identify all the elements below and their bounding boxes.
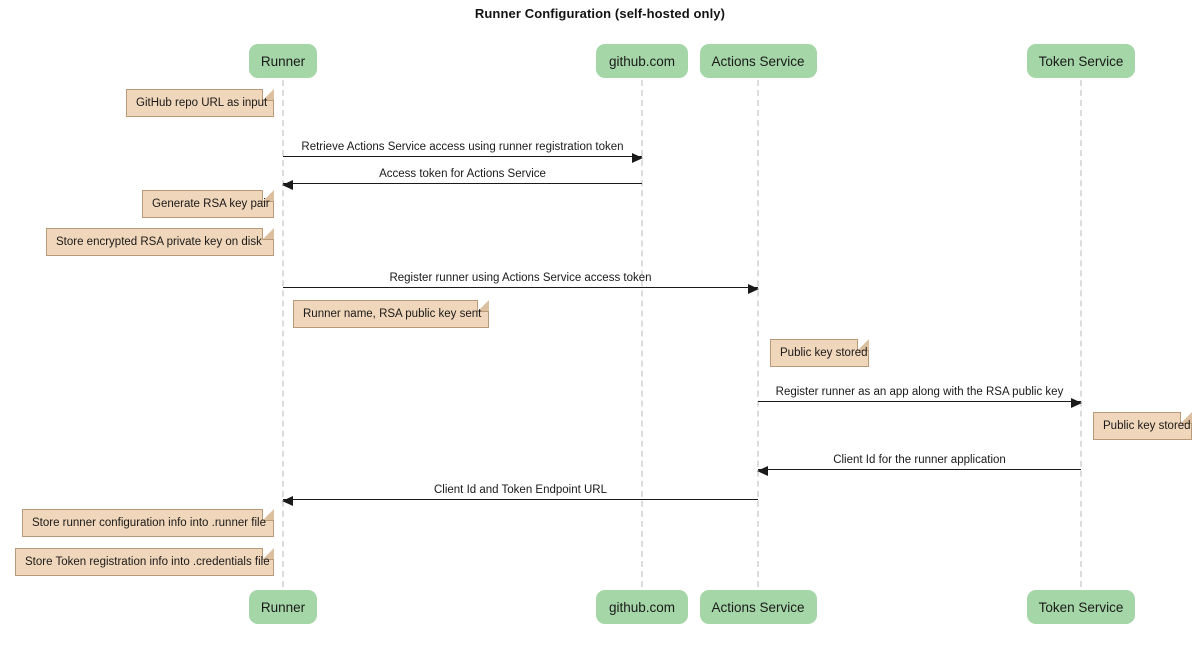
note: Runner name, RSA public key sent <box>293 300 489 328</box>
arrowhead-left-icon <box>282 495 293 506</box>
note-text: Public key stored <box>1103 420 1191 432</box>
lifeline-runner <box>282 80 284 587</box>
participant-token-top[interactable]: Token Service <box>1027 44 1135 78</box>
message-arrow: Retrieve Actions Service access using ru… <box>283 133 643 163</box>
message-line <box>758 469 1081 470</box>
arrowhead-right-icon <box>1071 397 1082 408</box>
note: Store Token registration info into .cred… <box>15 548 274 576</box>
participant-label: Runner <box>260 599 306 615</box>
message-arrow: Client Id and Token Endpoint URL <box>282 476 758 506</box>
note: Public key stored <box>1093 412 1192 440</box>
message-label: Retrieve Actions Service access using ru… <box>301 141 624 153</box>
arrowhead-left-icon <box>282 179 293 190</box>
message-line <box>758 401 1081 402</box>
lifeline-actions <box>757 80 759 587</box>
message-label: Client Id for the runner application <box>833 454 1006 466</box>
message-line <box>283 156 642 157</box>
participant-github-top[interactable]: github.com <box>596 44 688 78</box>
arrowhead-right-icon <box>632 152 643 163</box>
note-text: GitHub repo URL as input <box>136 97 268 109</box>
participant-label: github.com <box>608 599 676 615</box>
note-text: Store encrypted RSA private key on disk <box>56 236 262 248</box>
message-line <box>283 287 758 288</box>
message-arrow: Register runner as an app along with the… <box>758 378 1082 408</box>
page-title: Runner Configuration (self-hosted only) <box>474 6 726 21</box>
participant-token-bottom[interactable]: Token Service <box>1027 590 1135 624</box>
note: Store runner configuration info into .ru… <box>22 509 274 537</box>
message-line <box>283 183 642 184</box>
participant-actions-bottom[interactable]: Actions Service <box>699 590 817 624</box>
participant-actions-top[interactable]: Actions Service <box>699 44 817 78</box>
participant-label: Actions Service <box>711 53 805 69</box>
message-label: Register runner using Actions Service ac… <box>389 272 652 284</box>
note-text: Generate RSA key pair <box>152 198 270 210</box>
lifeline-token <box>1080 80 1082 587</box>
note: Store encrypted RSA private key on disk <box>46 228 274 256</box>
message-arrow: Register runner using Actions Service ac… <box>283 264 759 294</box>
participant-label: Token Service <box>1038 53 1124 69</box>
note: Public key stored <box>770 339 869 367</box>
note: Generate RSA key pair <box>142 190 274 218</box>
note: GitHub repo URL as input <box>126 89 274 117</box>
arrowhead-right-icon <box>748 283 759 294</box>
message-label: Client Id and Token Endpoint URL <box>433 484 608 496</box>
message-line <box>283 499 758 500</box>
message-arrow: Access token for Actions Service <box>282 160 642 190</box>
participant-runner-top[interactable]: Runner <box>249 44 317 78</box>
participant-label: Actions Service <box>711 599 805 615</box>
note-text: Runner name, RSA public key sent <box>303 308 482 320</box>
participant-label: Runner <box>260 53 306 69</box>
lifeline-github <box>641 80 643 587</box>
participant-runner-bottom[interactable]: Runner <box>249 590 317 624</box>
message-arrow: Client Id for the runner application <box>757 446 1081 476</box>
message-label: Access token for Actions Service <box>379 168 546 180</box>
participant-label: Token Service <box>1038 599 1124 615</box>
participant-github-bottom[interactable]: github.com <box>596 590 688 624</box>
arrowhead-left-icon <box>757 465 768 476</box>
note-text: Public key stored <box>780 347 868 359</box>
message-label: Register runner as an app along with the… <box>775 386 1064 398</box>
participant-label: github.com <box>608 53 676 69</box>
note-text: Store Token registration info into .cred… <box>25 556 270 568</box>
note-text: Store runner configuration info into .ru… <box>32 517 266 529</box>
